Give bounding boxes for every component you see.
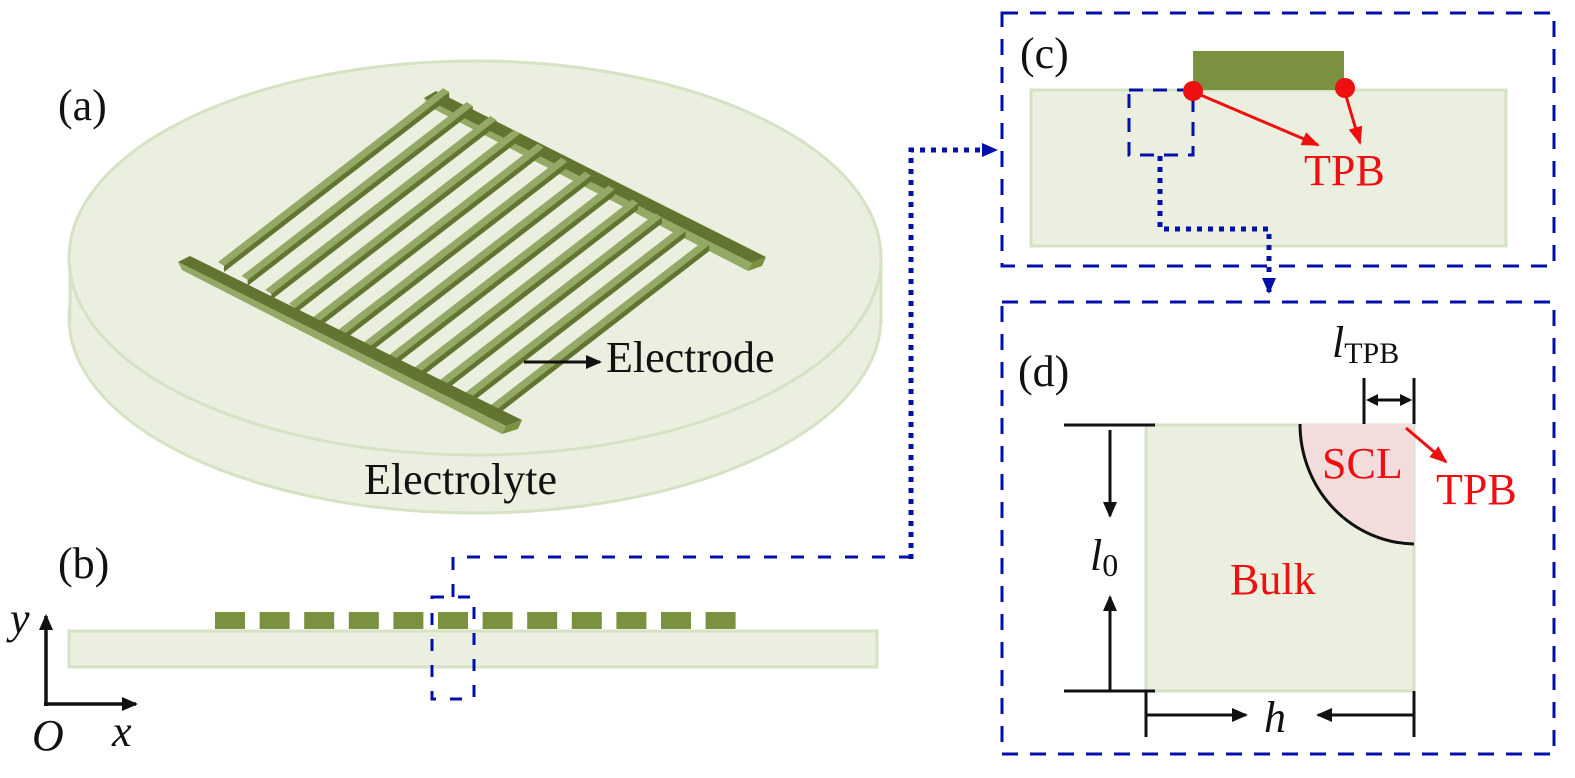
- electrode-finger: [218, 88, 450, 267]
- h-label: h: [1264, 693, 1286, 742]
- l0-label: l0: [1090, 531, 1118, 583]
- panel-d-label: (d): [1018, 347, 1069, 396]
- bulk-label: Bulk: [1230, 555, 1316, 604]
- panel-c-frame: [1000, 11, 1556, 268]
- bus-bar-bottom-end: [502, 420, 522, 434]
- origin-label: O: [32, 711, 64, 760]
- bus-bar-top-end: [748, 257, 766, 271]
- tpb-point-right: [1335, 78, 1355, 98]
- coordinate-axes: y O x: [6, 594, 138, 760]
- y-axis-label: y: [6, 594, 30, 643]
- tpb-point-left: [1183, 81, 1203, 101]
- tpb-arrow-left: [1195, 91, 1320, 147]
- electrode-finger-side: [389, 189, 615, 370]
- electrode-finger-side: [484, 245, 710, 425]
- electrode-finger-side: [365, 175, 591, 356]
- zoom-region-box-b: [430, 595, 476, 701]
- connector-b-dashed: [451, 555, 911, 597]
- electrode-finger: [265, 115, 497, 294]
- electrode-finger: [478, 241, 710, 419]
- connector-b-to-c-dotted: [908, 143, 998, 559]
- electrode-finger-side: [294, 133, 521, 314]
- electrode-cross-section: [438, 612, 468, 629]
- electrode-finger: [359, 171, 591, 350]
- electrode-finger: [430, 213, 662, 392]
- panel-b: (b) y O x: [6, 143, 998, 760]
- electrode-cross-sections: [215, 612, 736, 629]
- electrode-finger-side: [318, 147, 544, 328]
- electrode-finger: [407, 199, 639, 378]
- electrode-finger-side: [271, 119, 497, 300]
- electrode-label: Electrode: [606, 333, 775, 382]
- electrode-cross-section: [259, 612, 290, 629]
- tpb-arrow-right: [1344, 95, 1363, 145]
- scl-boundary: [1298, 423, 1415, 546]
- tpb-label-c: TPB: [1304, 146, 1385, 195]
- panel-d: (d) SCL Bulk TPB lTPB l0 h: [1000, 300, 1556, 756]
- bus-bar-bottom-side: [178, 262, 506, 434]
- electrode-finger: [241, 102, 473, 280]
- tpb-arrow-d: [1405, 426, 1448, 464]
- electrode-finger-side: [436, 217, 662, 398]
- connector-c-to-d-dotted: [1157, 156, 1276, 294]
- zoom-region-box-c: [1127, 88, 1195, 157]
- electrode-cross-section: [304, 612, 335, 629]
- electrode-cross-section: [215, 612, 245, 629]
- panel-c-label: (c): [1020, 29, 1069, 78]
- electrolyte-label: Electrolyte: [364, 455, 557, 504]
- electrode-finger-side: [224, 92, 450, 273]
- electrode-cross-section: [527, 612, 558, 629]
- electrode-cross-section: [705, 612, 736, 629]
- x-axis-label: x: [111, 707, 132, 756]
- panel-a-label: (a): [58, 81, 107, 130]
- electrode-cross-section: [661, 612, 691, 629]
- scl-label: SCL: [1322, 439, 1403, 488]
- scl-region: [1300, 424, 1414, 544]
- electrode-finger: [288, 129, 521, 308]
- electrode-finger-side: [342, 161, 568, 342]
- l-tpb-label: lTPB: [1332, 318, 1399, 370]
- electrolyte-block-c: [1029, 88, 1508, 248]
- electrode-finger: [336, 157, 568, 336]
- electrode-cross-section: [393, 612, 424, 629]
- tpb-label-d: TPB: [1436, 465, 1517, 514]
- electrode-cross-section: [482, 612, 513, 629]
- electrode-finger: [383, 185, 615, 364]
- panel-a: (a) Electrode Electrolyte: [58, 59, 883, 515]
- electrode-cross-section: [571, 612, 602, 629]
- electrode-finger: [454, 227, 686, 406]
- electrode-block-c: [1193, 51, 1344, 90]
- electrode-3d: [178, 88, 766, 434]
- panel-c: (c) TPB: [1000, 11, 1556, 294]
- electrode-finger: [312, 143, 544, 322]
- electrode-finger-side: [413, 203, 639, 384]
- bus-bar-bottom: [178, 256, 522, 426]
- electrode-finger-side: [247, 106, 473, 286]
- electrode-finger-side: [460, 231, 686, 412]
- panel-b-label: (b): [58, 539, 109, 588]
- electrode-cross-section: [348, 612, 379, 629]
- electrode-cross-section: [616, 612, 647, 629]
